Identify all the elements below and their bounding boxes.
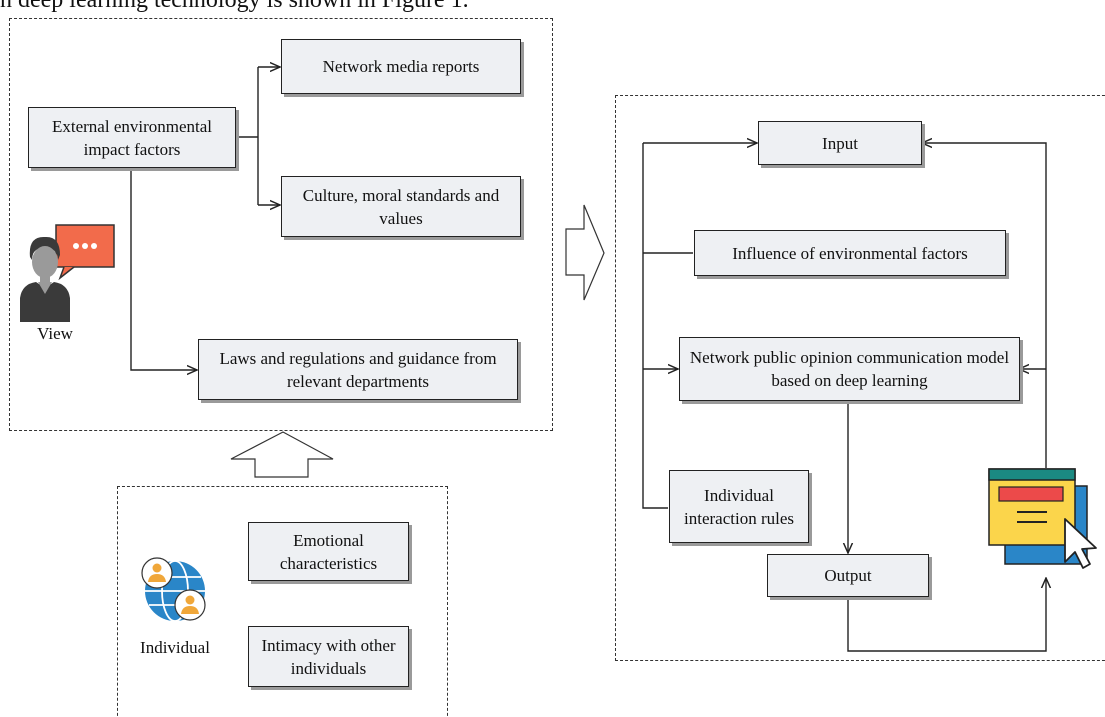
globe-users-icon [137, 555, 213, 627]
caption-text: n deep learning technology is shown in F… [0, 0, 469, 13]
culture-box: Culture, moral standards and values [281, 176, 521, 237]
external-factors-box: External environmental impact factors [28, 107, 236, 168]
emotional-characteristics-box: Emotional characteristics [248, 522, 409, 581]
communication-model-box: Network public opinion communication mod… [679, 337, 1020, 401]
network-media-box: Network media reports [281, 39, 521, 94]
environmental-influence-box: Influence of environmental factors [694, 230, 1006, 276]
output-box: Output [767, 554, 929, 597]
individual-panel [117, 486, 448, 717]
individual-label: Individual [140, 638, 210, 657]
external-environment-panel [9, 18, 553, 431]
interaction-rules-box: Individual interaction rules [669, 470, 809, 543]
view-label: View [37, 324, 73, 343]
input-box: Input [758, 121, 922, 165]
intimacy-box: Intimacy with other individuals [248, 626, 409, 687]
person-with-speech-bubble-icon [20, 222, 120, 322]
browser-window-cursor-icon [985, 464, 1105, 574]
model-panel [615, 95, 1105, 661]
laws-box: Laws and regulations and guidance from r… [198, 339, 518, 400]
